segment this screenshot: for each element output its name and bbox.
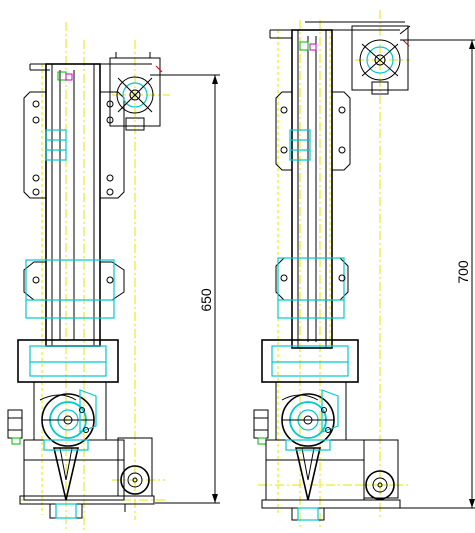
left-dimension: 650 xyxy=(150,74,220,504)
left-drive-wheel xyxy=(39,389,97,447)
right-assembly xyxy=(253,10,411,530)
right-dimension: 700 xyxy=(400,39,475,509)
right-guide-wheel xyxy=(363,439,399,500)
right-height-label: 700 xyxy=(455,260,471,284)
top-drive-unit-right xyxy=(299,25,411,95)
left-height-label: 650 xyxy=(198,288,214,312)
top-drive-unit xyxy=(57,52,163,131)
right-drive-wheel xyxy=(281,389,339,447)
left-assembly xyxy=(7,22,170,530)
